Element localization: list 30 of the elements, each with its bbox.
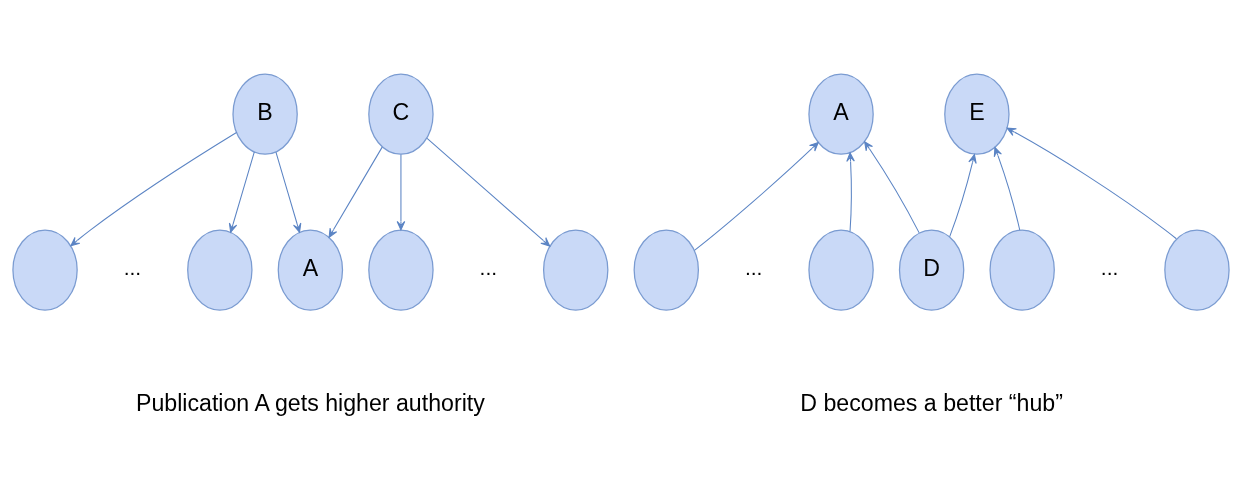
arrow [426, 137, 551, 247]
node-circle [12, 229, 78, 311]
arrow [693, 141, 819, 251]
arrow [993, 147, 1021, 231]
arrow [396, 153, 406, 231]
node-ellipse: E [944, 73, 1010, 155]
label: D becomes a better “hub” [800, 389, 1063, 416]
arrow [949, 153, 977, 238]
label: ... [744, 256, 763, 280]
node-circle [368, 229, 434, 311]
arrow [846, 152, 855, 233]
node-circle [1164, 229, 1230, 311]
node-circle [808, 229, 874, 311]
label: ... [123, 256, 142, 280]
arrow [275, 151, 302, 233]
arrow [70, 131, 237, 247]
node-circle [187, 229, 253, 311]
arrow [328, 146, 383, 238]
label: ... [479, 256, 498, 280]
node-circle [543, 229, 609, 311]
arrow [228, 151, 255, 233]
node-ellipse: B [232, 73, 298, 155]
label: ... [1100, 256, 1119, 280]
arrow [864, 141, 920, 234]
arrow [1006, 127, 1177, 240]
node-ellipse: D [898, 229, 965, 311]
node-circle [633, 229, 699, 311]
node-circle [989, 229, 1055, 311]
label: Publication A gets higher authority [135, 389, 485, 416]
node-ellipse: C [368, 73, 434, 155]
